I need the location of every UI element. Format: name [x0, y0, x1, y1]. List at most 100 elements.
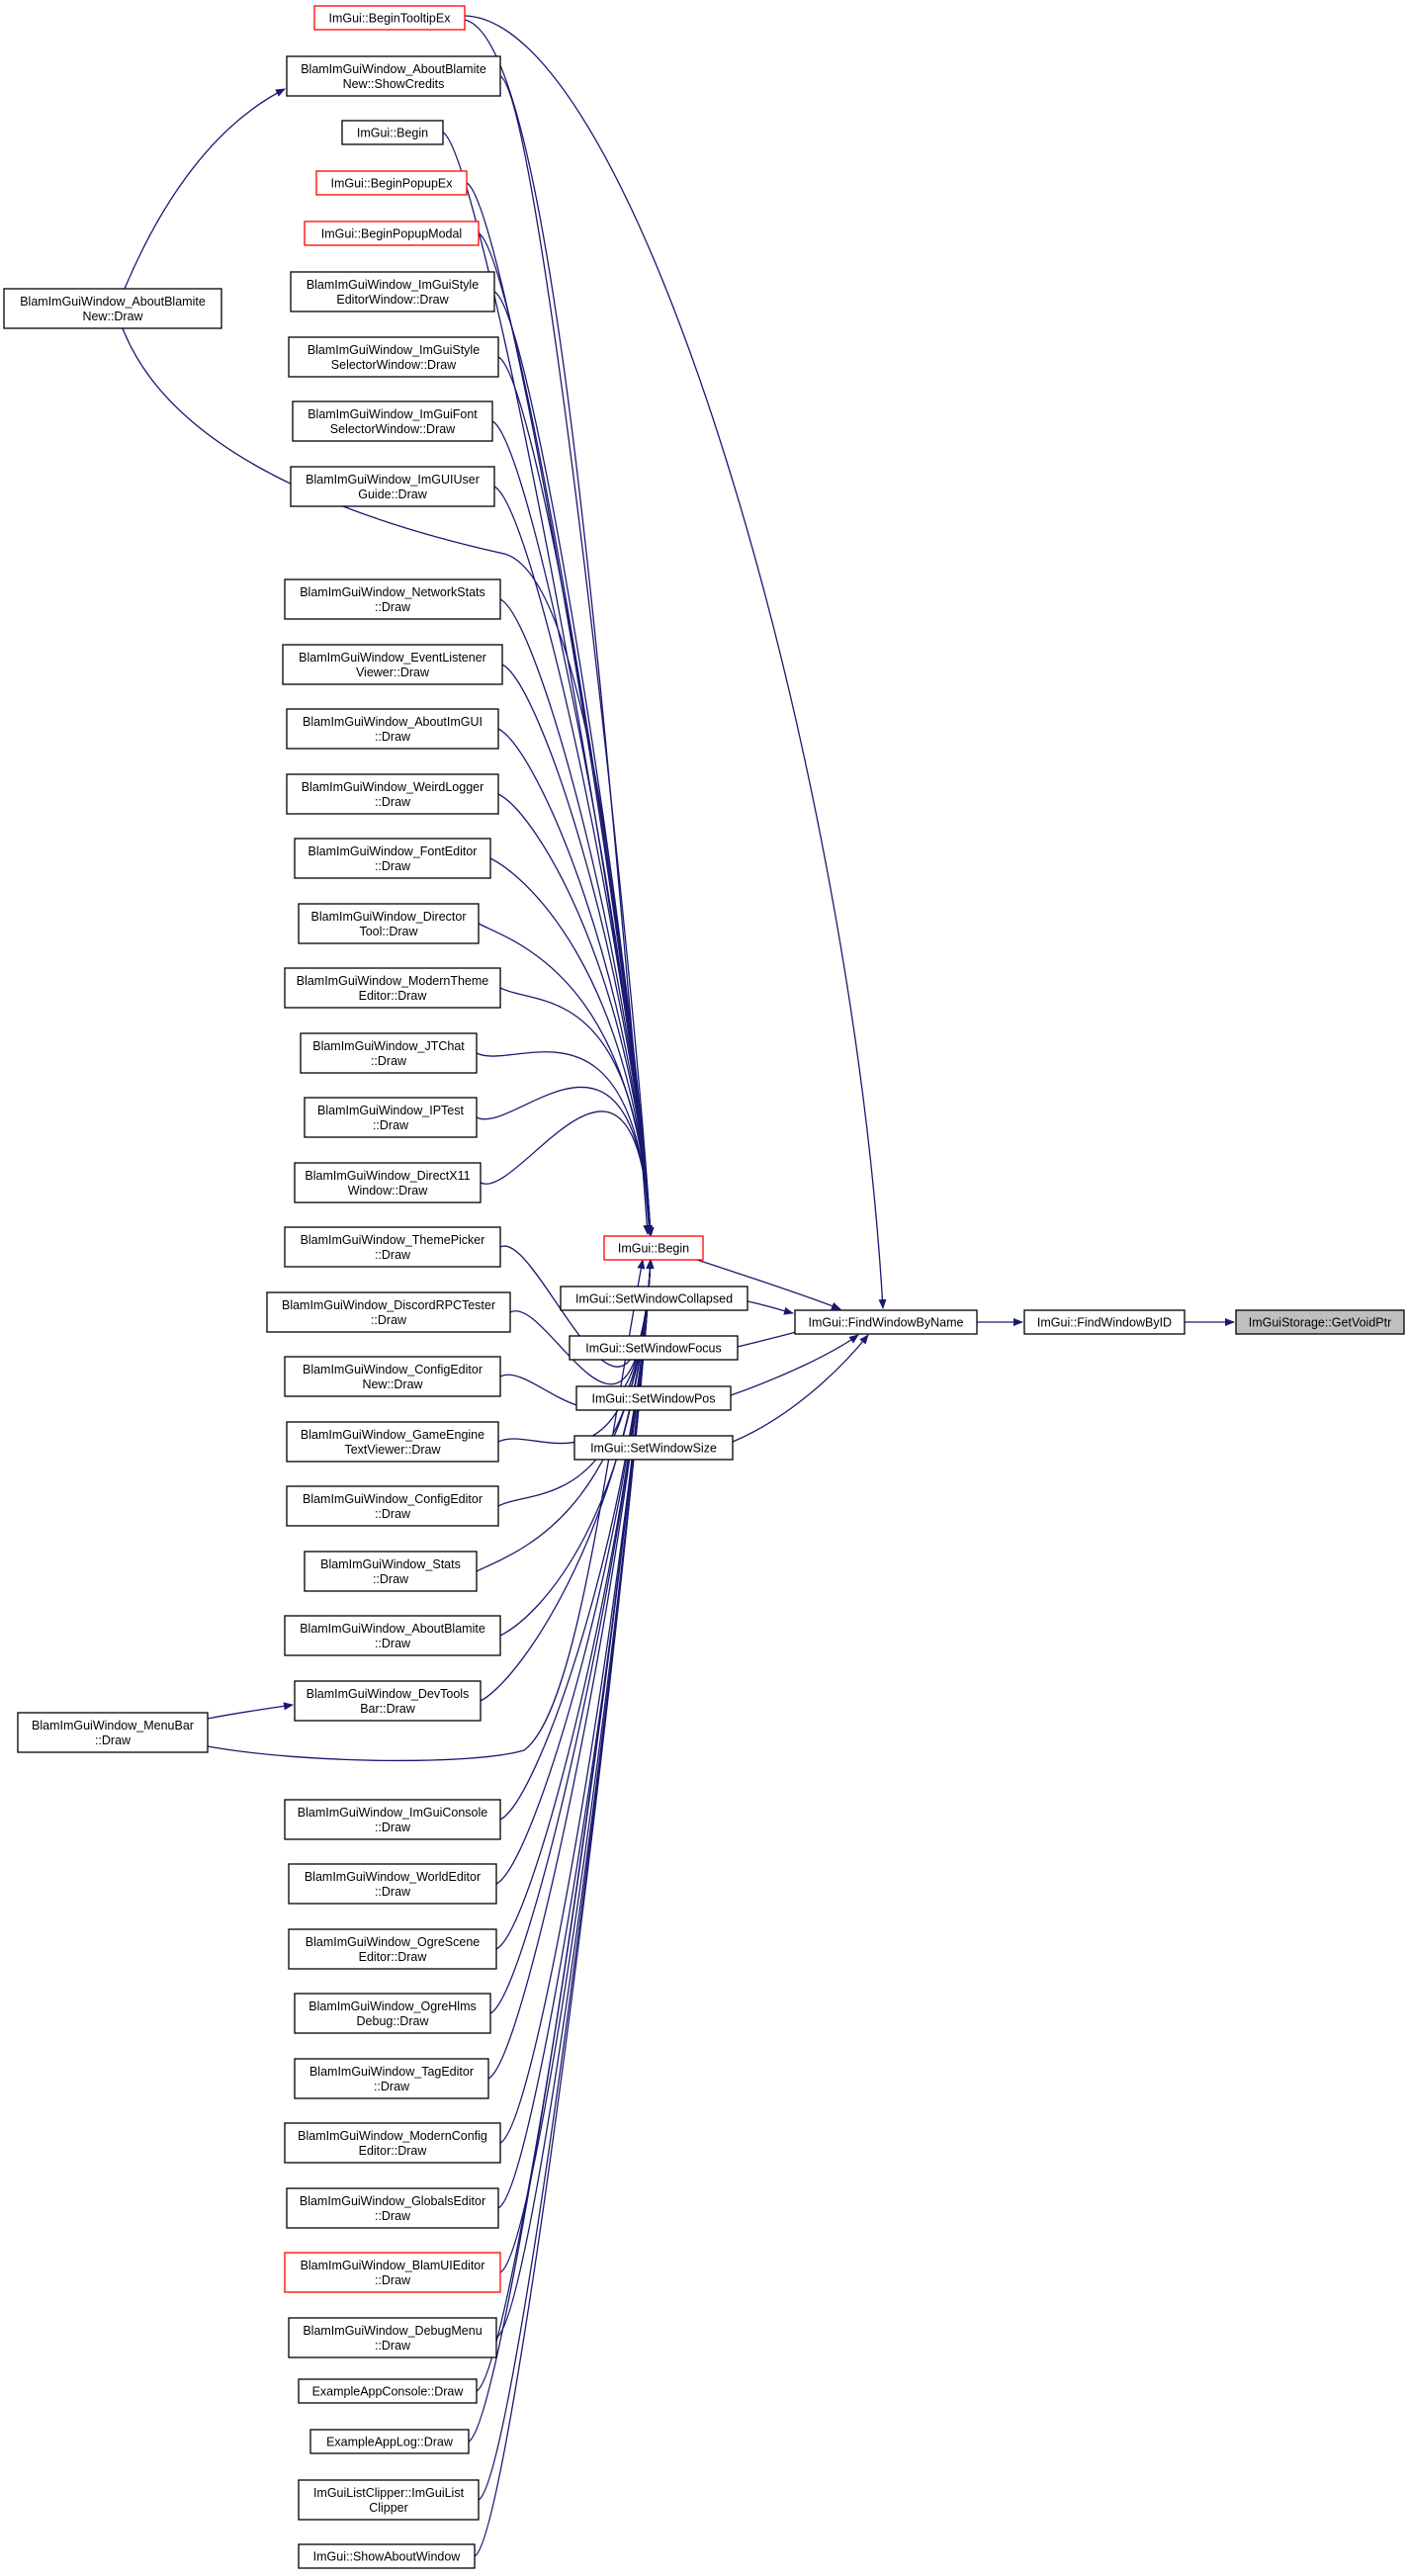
node-getvoidptr[interactable]: ImGuiStorage::GetVoidPtr	[1235, 1309, 1405, 1335]
node-box	[286, 55, 501, 97]
node-begin[interactable]: ImGui::Begin	[603, 1235, 704, 1261]
node-applog[interactable]: ExampleAppLog::Draw	[309, 2429, 470, 2454]
node-eventlistener[interactable]: BlamImGuiWindow_EventListenerViewer::Dra…	[282, 644, 503, 685]
node-label: Debug::Draw	[357, 2014, 430, 2028]
node-setwindowsize[interactable]: ImGui::SetWindowSize	[573, 1435, 734, 1461]
node-styleeditor[interactable]: BlamImGuiWindow_ImGuiStyleEditorWindow::…	[290, 271, 495, 312]
edge-begintooltipex-to-begin	[464, 19, 654, 1235]
node-label: ::Draw	[375, 2209, 411, 2223]
node-label: ImGui::FindWindowByID	[1037, 1316, 1172, 1330]
node-box	[560, 1286, 748, 1311]
node-label: BlamImGuiWindow_DirectX11	[305, 1169, 470, 1183]
node-label: ImGui::Begin	[357, 127, 428, 140]
node-label: ImGuiListClipper::ImGuiList	[313, 2486, 465, 2500]
node-label: ::Draw	[371, 1313, 407, 1327]
node-debugmenu[interactable]: BlamImGuiWindow_DebugMenu::Draw	[288, 2317, 497, 2358]
node-setwindowfocus[interactable]: ImGui::SetWindowFocus	[569, 1335, 739, 1361]
edge-showaboutwindow-to-begin	[474, 1259, 655, 2557]
node-setwindowcollapsed[interactable]: ImGui::SetWindowCollapsed	[560, 1286, 748, 1311]
node-label: ImGui::SetWindowFocus	[585, 1342, 722, 1356]
node-box	[313, 5, 466, 31]
node-styleselector[interactable]: BlamImGuiWindow_ImGuiStyleSelectorWindow…	[288, 336, 499, 378]
node-beginpopupex[interactable]: ImGui::BeginPopupEx	[315, 170, 468, 196]
node-findwindowbyid[interactable]: ImGui::FindWindowByID	[1023, 1309, 1186, 1335]
node-label: BlamImGuiWindow_ImGuiStyle	[308, 343, 480, 357]
node-label: ImGui::FindWindowByName	[809, 1316, 964, 1330]
edge-devtoolsbar-to-begin	[480, 1259, 655, 1702]
node-aboutblamite[interactable]: BlamImGuiWindow_AboutBlamite::Draw	[284, 1615, 501, 1656]
node-label: ::Draw	[375, 1248, 411, 1262]
edge-directortool-to-begin	[478, 923, 655, 1237]
node-showcredits[interactable]: BlamImGuiWindow_AboutBlamiteNew::ShowCre…	[286, 55, 501, 97]
node-setwindowpos[interactable]: ImGui::SetWindowPos	[575, 1385, 732, 1411]
node-globalseditor[interactable]: BlamImGuiWindow_GlobalsEditor::Draw	[286, 2187, 499, 2229]
node-iptest[interactable]: BlamImGuiWindow_IPTest::Draw	[304, 1097, 478, 1138]
node-label: ImGui::BeginTooltipEx	[329, 12, 452, 26]
node-aboutimgui[interactable]: BlamImGuiWindow_AboutImGUI::Draw	[286, 708, 499, 750]
node-jtchat[interactable]: BlamImGuiWindow_JTChat::Draw	[300, 1032, 478, 1074]
node-discordrpc[interactable]: BlamImGuiWindow_DiscordRPCTester::Draw	[266, 1291, 511, 1333]
node-box	[284, 1799, 501, 1840]
node-fontselector[interactable]: BlamImGuiWindow_ImGuiFontSelectorWindow:…	[292, 400, 493, 442]
call-nodes: ImGuiStorage::GetVoidPtr ImGui::FindWindo…	[3, 5, 1405, 2569]
node-showaboutwindow[interactable]: ImGui::ShowAboutWindow	[298, 2543, 476, 2569]
node-blamuieditor[interactable]: BlamImGuiWindow_BlamUIEditor::Draw	[284, 2252, 501, 2293]
edge-blamuieditor-to-begin	[499, 1259, 655, 2273]
node-box	[298, 903, 480, 944]
node-imguiconsole[interactable]: BlamImGuiWindow_ImGuiConsole::Draw	[284, 1799, 501, 1840]
node-begintooltipex[interactable]: ImGui::BeginTooltipEx	[313, 5, 466, 31]
node-label: ::Draw	[374, 2080, 410, 2093]
node-label: ImGui::BeginPopupEx	[331, 177, 454, 191]
node-box	[284, 2122, 501, 2164]
node-fonteditor[interactable]: BlamImGuiWindow_FontEditor::Draw	[294, 838, 491, 879]
node-findwindowbyname[interactable]: ImGui::FindWindowByName	[794, 1309, 978, 1335]
node-stats[interactable]: BlamImGuiWindow_Stats::Draw	[304, 1551, 478, 1592]
node-configeditor[interactable]: BlamImGuiWindow_ConfigEditor::Draw	[286, 1485, 499, 1527]
node-label: SelectorWindow::Draw	[330, 422, 456, 436]
node-label: BlamImGuiWindow_ThemePicker	[301, 1233, 485, 1247]
node-worldeditor[interactable]: BlamImGuiWindow_WorldEditor::Draw	[288, 1863, 497, 1905]
node-label: New::Draw	[362, 1377, 423, 1391]
node-networkstats[interactable]: BlamImGuiWindow_NetworkStats::Draw	[284, 578, 501, 620]
node-menubar[interactable]: BlamImGuiWindow_MenuBar::Draw	[17, 1712, 209, 1753]
node-box	[284, 967, 501, 1009]
edge-setwindowcollapsed-to-findwindowbyname	[747, 1300, 794, 1315]
node-beginpopupmodal[interactable]: ImGui::BeginPopupModal	[304, 221, 480, 246]
node-label: ImGui::SetWindowCollapsed	[575, 1292, 733, 1306]
node-label: BlamImGuiWindow_DebugMenu	[303, 2324, 482, 2338]
node-box	[284, 2252, 501, 2293]
node-tageditor[interactable]: BlamImGuiWindow_TagEditor::Draw	[294, 2058, 489, 2099]
node-gameengine[interactable]: BlamImGuiWindow_GameEngineTextViewer::Dr…	[286, 1421, 499, 1463]
node-label: BlamImGuiWindow_ConfigEditor	[303, 1492, 483, 1506]
node-label: BlamImGuiWindow_ImGuiConsole	[298, 1806, 487, 1820]
node-label: ::Draw	[375, 2339, 411, 2353]
node-themepicker[interactable]: BlamImGuiWindow_ThemePicker::Draw	[284, 1226, 501, 1268]
node-box	[284, 578, 501, 620]
node-listclipper[interactable]: ImGuiListClipper::ImGuiListClipper	[298, 2479, 480, 2521]
node-label: BlamImGuiWindow_DevTools	[307, 1687, 470, 1701]
node-label: BlamImGuiWindow_OgreHlms	[308, 1999, 476, 2013]
node-begin2[interactable]: ImGui::Begin	[341, 120, 444, 145]
node-box	[1023, 1309, 1186, 1335]
node-weirdlogger[interactable]: BlamImGuiWindow_WeirdLogger::Draw	[286, 773, 499, 815]
edge-setwindowsize-to-findwindowbyname	[732, 1334, 869, 1443]
node-label: BlamImGuiWindow_IPTest	[317, 1104, 464, 1117]
node-label: ::Draw	[371, 1054, 407, 1068]
edge-menubar-to-begin	[207, 1259, 646, 1762]
node-label: BlamImGuiWindow_DiscordRPCTester	[282, 1298, 495, 1312]
node-box	[286, 773, 499, 815]
edge-directx11-to-begin	[480, 1110, 655, 1237]
node-appconsole[interactable]: ExampleAppConsole::Draw	[298, 2378, 478, 2404]
node-box	[17, 1712, 209, 1753]
